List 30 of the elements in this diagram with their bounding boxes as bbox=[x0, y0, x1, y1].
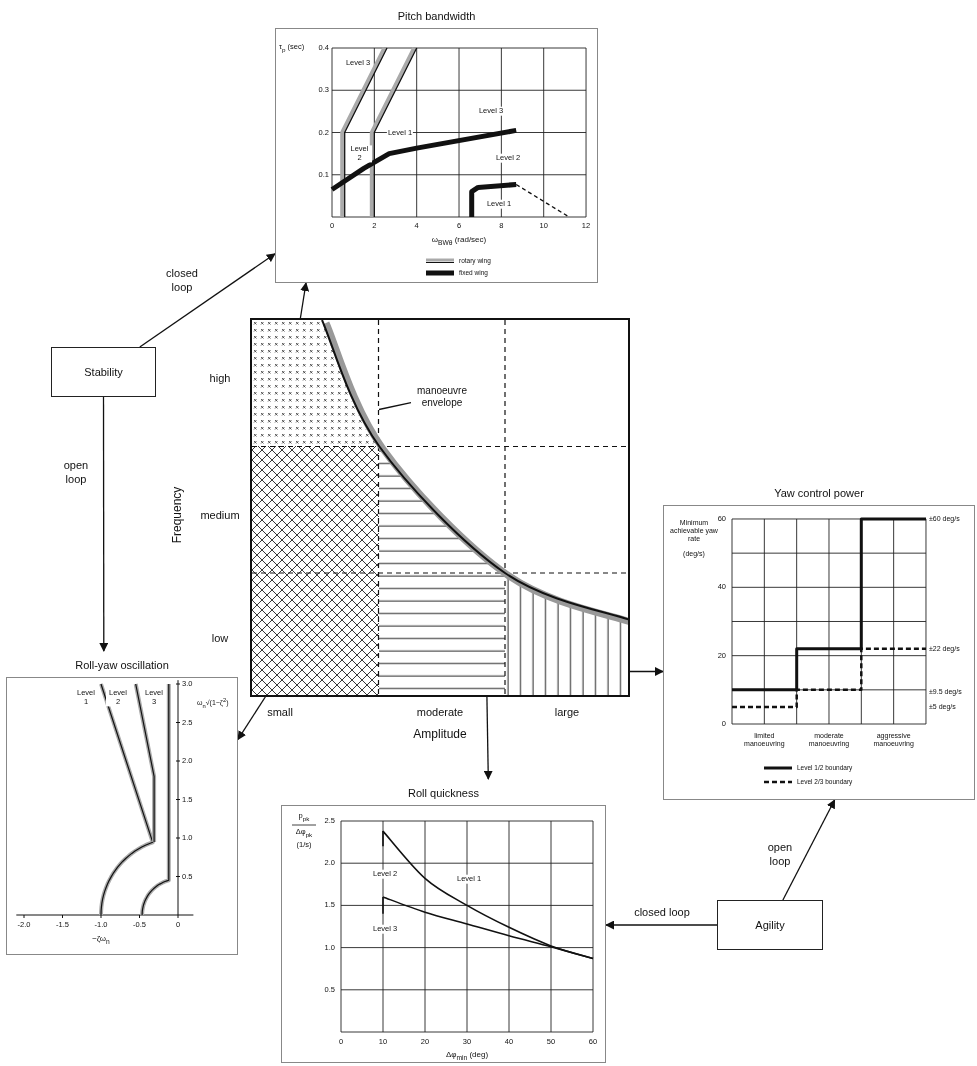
arrow bbox=[237, 695, 267, 741]
axis-tick-label: moderate bbox=[416, 705, 464, 719]
axis-tick-label: medium bbox=[200, 508, 240, 522]
axis-title: Frequency bbox=[171, 486, 185, 544]
edge-label: closed loop bbox=[163, 267, 201, 295]
concept-box: Agility bbox=[717, 900, 823, 950]
leader-line bbox=[378, 402, 412, 411]
axis-label: −ζω$_{n}$ bbox=[92, 934, 110, 946]
chart-title: Yaw control power bbox=[774, 487, 864, 500]
annotation-label: manoeuvre envelope bbox=[411, 384, 473, 408]
axis-tick-label: large bbox=[554, 705, 580, 719]
axis-tick-label: small bbox=[267, 705, 293, 719]
arrow bbox=[629, 667, 664, 676]
arrow bbox=[299, 282, 310, 321]
arrow bbox=[99, 396, 109, 652]
axis-label: ω$_{BWθ}$ (rad/sec) bbox=[431, 235, 487, 247]
chart-title: Roll-yaw oscillation bbox=[75, 659, 169, 672]
axis-title: Amplitude bbox=[413, 728, 467, 742]
arrow bbox=[483, 695, 493, 780]
concept-box: Stability bbox=[51, 347, 156, 397]
chart-title: Roll quickness bbox=[408, 787, 479, 800]
hatched-region bbox=[252, 320, 379, 446]
axis-tick-label: high bbox=[209, 371, 231, 385]
chart-title: Pitch bandwidth bbox=[397, 10, 476, 23]
arrow bbox=[139, 253, 276, 348]
arrow bbox=[782, 799, 836, 901]
hatched-region bbox=[252, 446, 379, 695]
axis-label: Δφ$_{min}$ (deg) bbox=[445, 1050, 489, 1062]
arrow bbox=[605, 920, 718, 930]
axis-tick-label: low bbox=[211, 631, 229, 645]
